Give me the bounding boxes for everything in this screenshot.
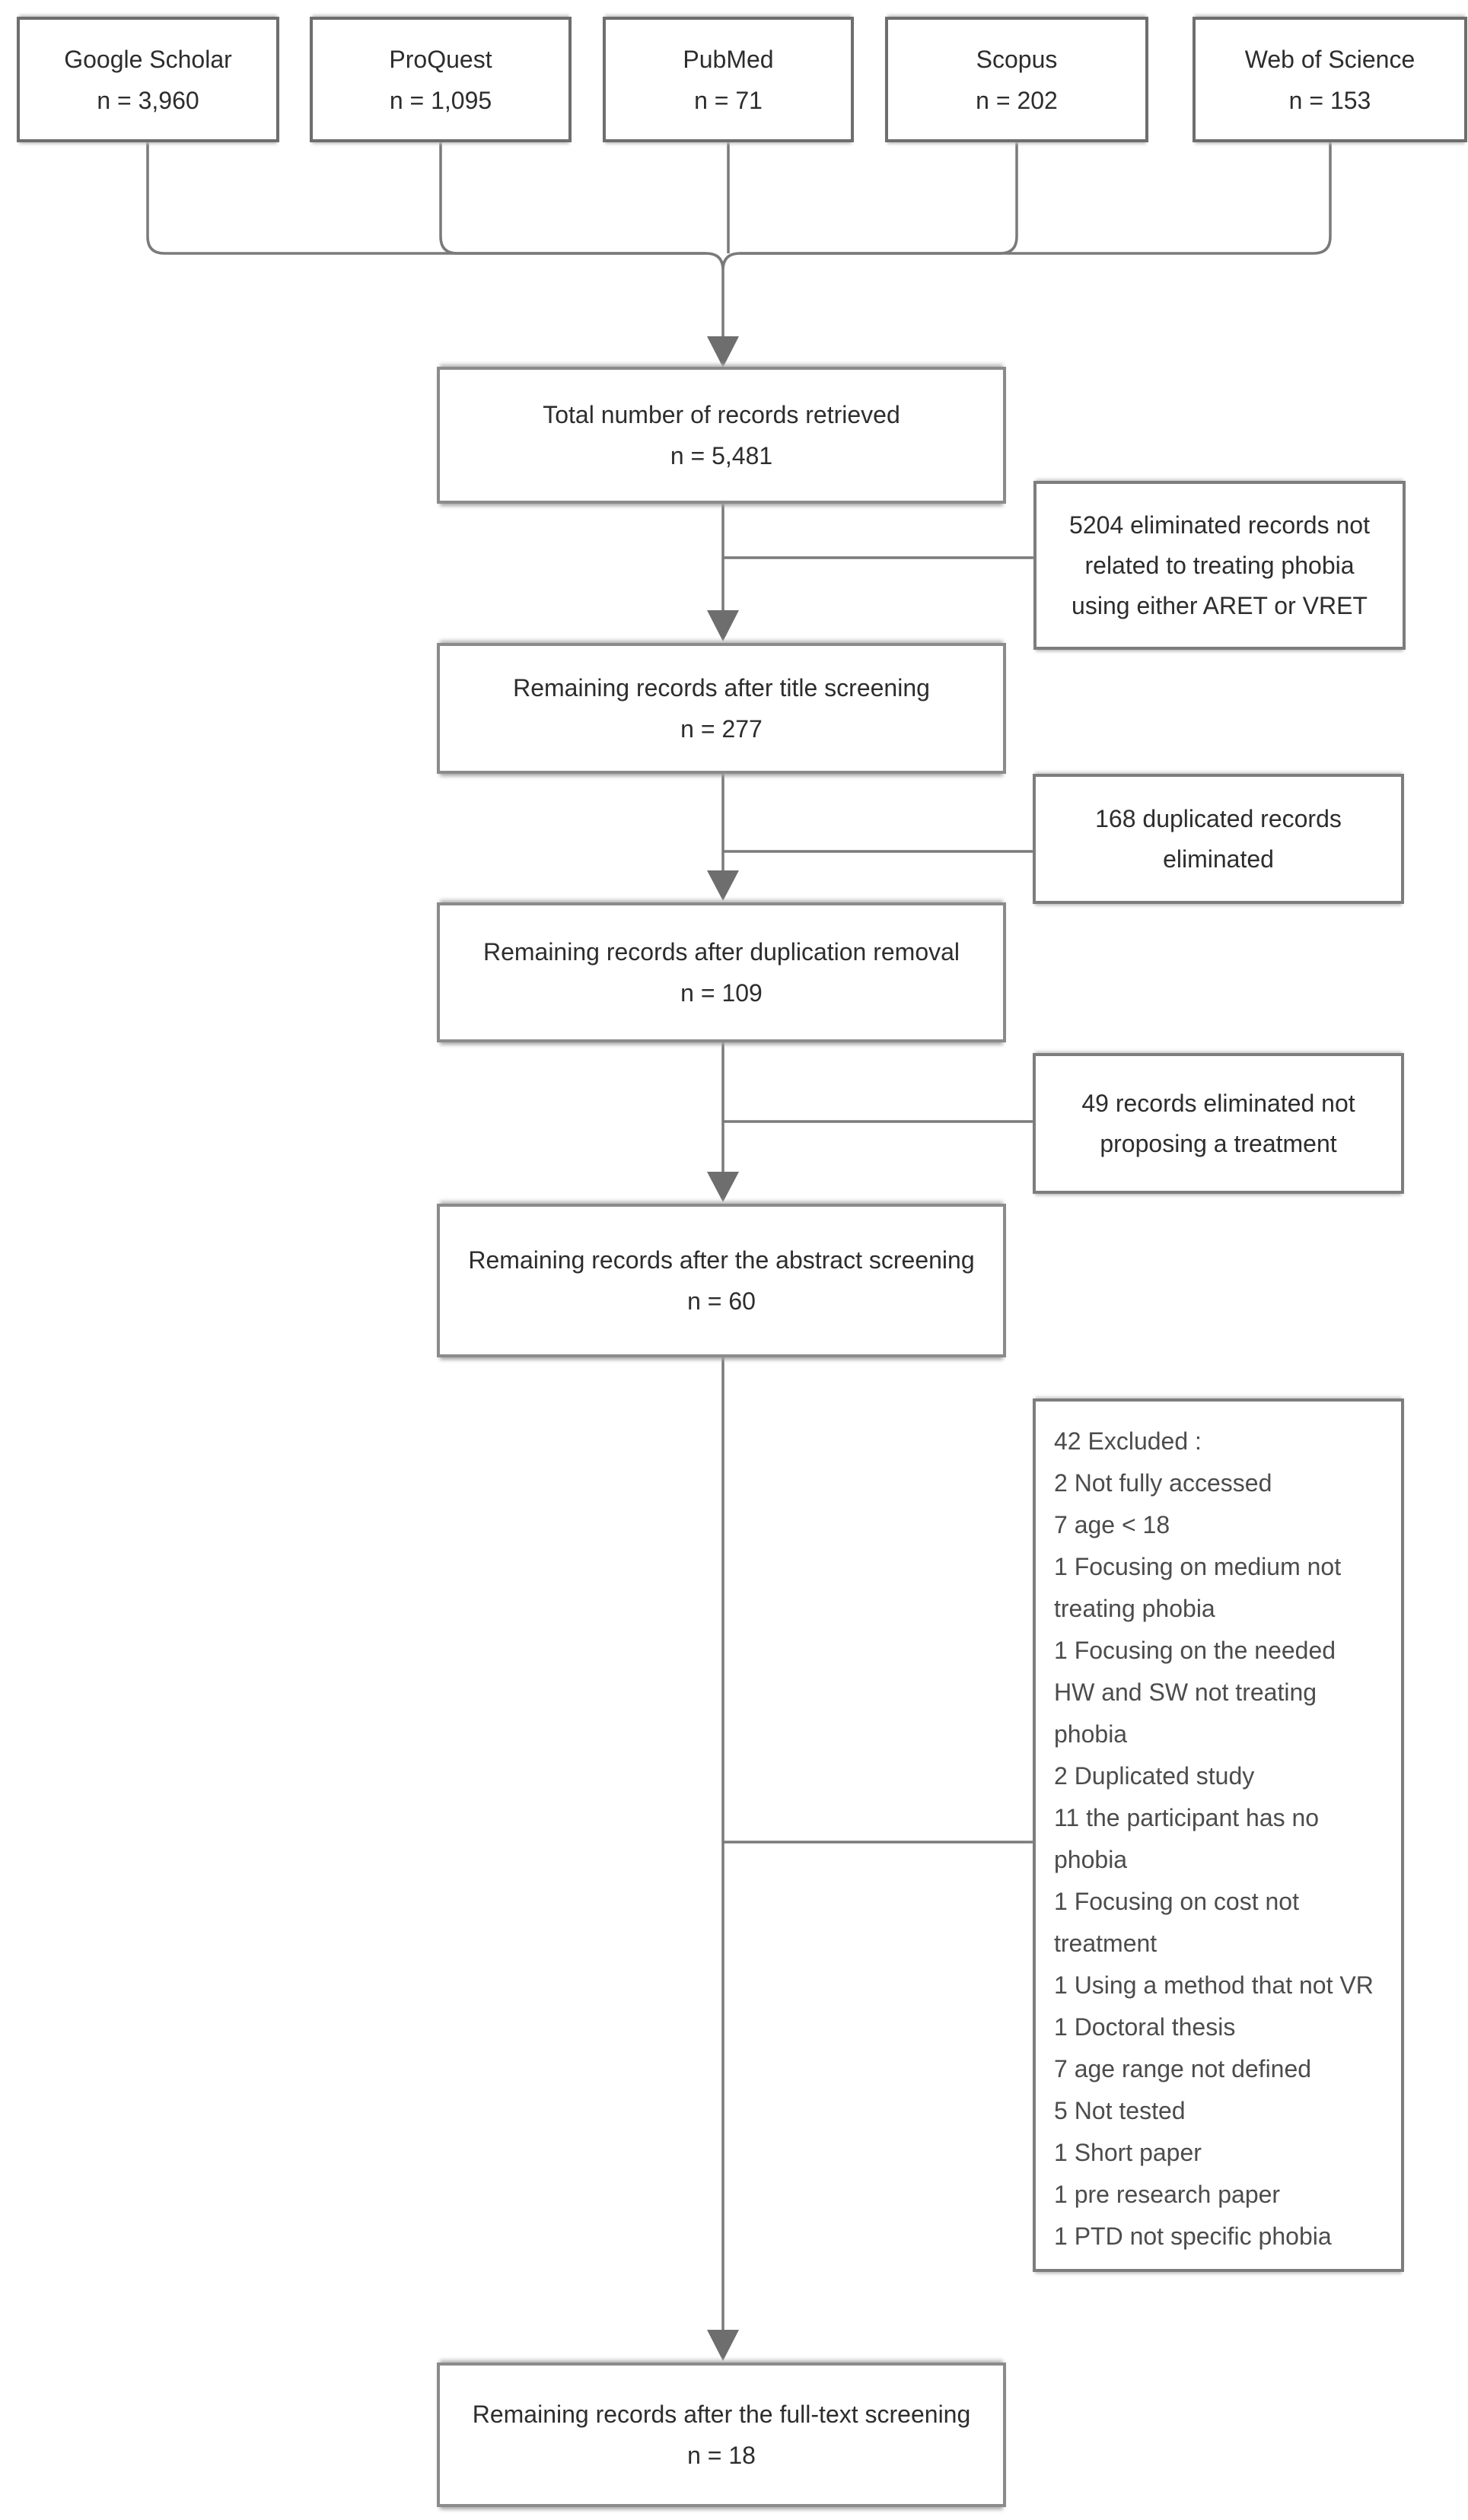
- source-box-web-of-science: Web of Science n = 153: [1193, 17, 1467, 142]
- stage-label: Remaining records after the full-text sc…: [472, 2401, 971, 2428]
- stage-count: n = 18: [687, 2442, 756, 2469]
- stage-box-total-records: Total number of records retrieved n = 5,…: [437, 367, 1006, 504]
- source-box-proquest: ProQuest n = 1,095: [310, 17, 572, 142]
- merge-brace-dip: [705, 252, 740, 271]
- stage-count: n = 109: [680, 979, 763, 1007]
- stage-box-title-screening: Remaining records after title screening …: [437, 643, 1006, 774]
- source-count: n = 3,960: [97, 86, 199, 114]
- source-box-scopus: Scopus n = 202: [885, 17, 1148, 142]
- source-box-pubmed: PubMed n = 71: [603, 17, 854, 142]
- source-label: Scopus: [976, 45, 1058, 73]
- source-count: n = 1,095: [389, 86, 492, 114]
- arrow-down-icon: [707, 610, 739, 641]
- stage-label: Remaining records after the abstract scr…: [468, 1246, 975, 1274]
- stage-label: Remaining records after title screening: [513, 674, 930, 702]
- stage-box-abstract-screening: Remaining records after the abstract scr…: [437, 1204, 1006, 1357]
- stage-label: Remaining records after duplication remo…: [482, 938, 960, 966]
- merge-line-web-of-science: [740, 142, 1332, 255]
- source-count: n = 71: [694, 86, 763, 114]
- merge-line-google-scholar: [146, 142, 706, 255]
- stage-count: n = 5,481: [670, 442, 773, 469]
- source-label: PubMed: [683, 45, 774, 73]
- source-label: Google Scholar: [64, 45, 232, 73]
- exclusion-text: 49 records eliminated not proposing a tr…: [1081, 1089, 1355, 1157]
- stage-box-fulltext-screening: Remaining records after the full-text sc…: [437, 2362, 1006, 2507]
- stage-count: n = 60: [687, 1287, 756, 1315]
- exclusion-box-duplicates: 168 duplicated records eliminated: [1033, 774, 1404, 904]
- stage-count: n = 277: [680, 715, 763, 743]
- arrow-down-icon: [707, 870, 739, 901]
- exclusion-text: 168 duplicated records eliminated: [1095, 804, 1342, 873]
- source-label: ProQuest: [389, 45, 492, 73]
- stage-box-duplication-removal: Remaining records after duplication remo…: [437, 902, 1006, 1042]
- exclusion-text: 5204 eliminated records not related to t…: [1069, 511, 1370, 619]
- arrow-down-icon: [707, 2330, 739, 2361]
- arrow-down-icon: [707, 1172, 739, 1202]
- exclusion-text: 42 Excluded : 2 Not fully accessed 7 age…: [1054, 1427, 1374, 2250]
- exclusion-box-no-treatment: 49 records eliminated not proposing a tr…: [1033, 1053, 1404, 1194]
- source-box-google-scholar: Google Scholar n = 3,960: [17, 17, 279, 142]
- arrow-down-icon: [707, 336, 739, 368]
- merge-line-scopus: [740, 142, 1018, 255]
- source-count: n = 202: [976, 86, 1058, 114]
- merge-line-proquest: [439, 142, 706, 255]
- exclusion-box-title-screening: 5204 eliminated records not related to t…: [1033, 481, 1406, 650]
- exclusion-box-fulltext-reasons: 42 Excluded : 2 Not fully accessed 7 age…: [1033, 1398, 1404, 2272]
- source-label: Web of Science: [1244, 45, 1415, 73]
- source-count: n = 153: [1288, 86, 1371, 114]
- stage-label: Total number of records retrieved: [543, 401, 900, 428]
